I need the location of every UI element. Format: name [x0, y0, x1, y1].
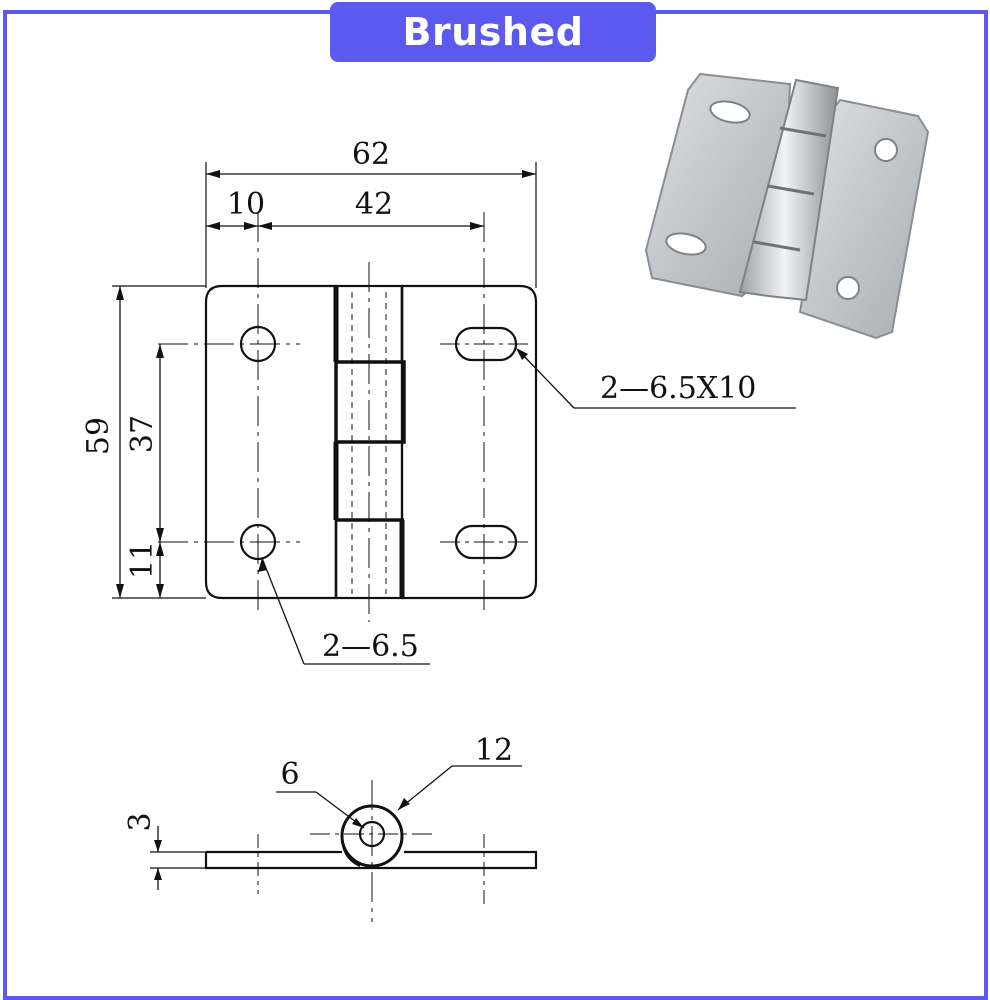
dim-bottom-offset: 11 — [125, 541, 160, 579]
slot-hole — [454, 326, 518, 362]
dim-hole-spacing-vertical: 37 — [125, 415, 160, 453]
dim-edge-to-hole: 10 — [227, 187, 265, 222]
hinge-photo-hole — [874, 138, 898, 162]
dim-hole-spacing-horizontal: 42 — [355, 187, 393, 222]
dim-pin-diameter: 6 — [280, 757, 299, 792]
round-hole — [239, 325, 277, 363]
round-hole — [239, 523, 277, 561]
side-view — [150, 765, 538, 922]
slot-callout: 2—6.5X10 — [600, 371, 756, 406]
slot-hole — [454, 524, 518, 560]
dim-overall-height: 59 — [81, 417, 116, 455]
dim-knuckle-diameter: 12 — [475, 733, 513, 768]
finish-badge: Brushed — [330, 2, 656, 62]
front-view — [112, 162, 796, 665]
hinge-photo-hole — [836, 276, 860, 300]
hinge-photo — [644, 72, 930, 340]
hole-callout: 2—6.5 — [322, 629, 419, 664]
dim-leaf-thickness: 3 — [123, 812, 158, 831]
hinge-photo-slot — [709, 100, 751, 124]
dim-overall-width: 62 — [352, 137, 390, 172]
hinge-photo-slot — [665, 232, 707, 256]
